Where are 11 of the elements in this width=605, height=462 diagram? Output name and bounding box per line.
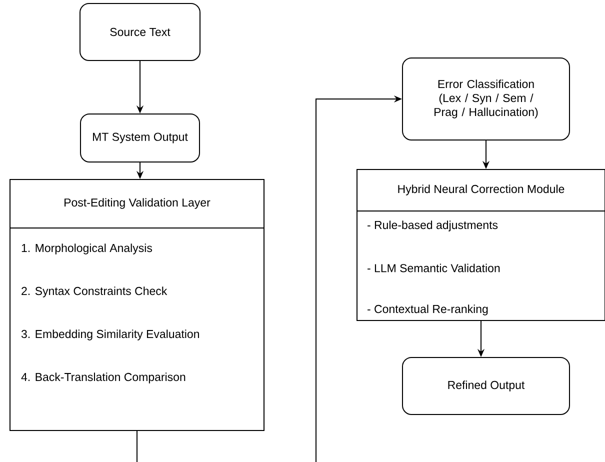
process-box: Source Text (80, 3, 200, 61)
process-box: MT System Output (80, 114, 200, 162)
list-item: 1. Morphological Analysis (22, 244, 152, 254)
list-item: - LLM Semantic Validation (368, 264, 500, 272)
list-item: 3. Embedding Similarity Evaluation (21, 330, 199, 340)
process-box: Error Classification (Lex / Syn / Sem / Prag / Hallucination) (402, 58, 570, 140)
list-item: - Rule-based adjustments (368, 220, 498, 232)
process-box: Refined Output (402, 357, 570, 415)
list-item: - Contextual Re-ranking (368, 304, 488, 316)
list-item: 2. Syntax Constraints Check (22, 286, 168, 298)
list-item: 4. Back-Translation Comparison (21, 372, 186, 384)
